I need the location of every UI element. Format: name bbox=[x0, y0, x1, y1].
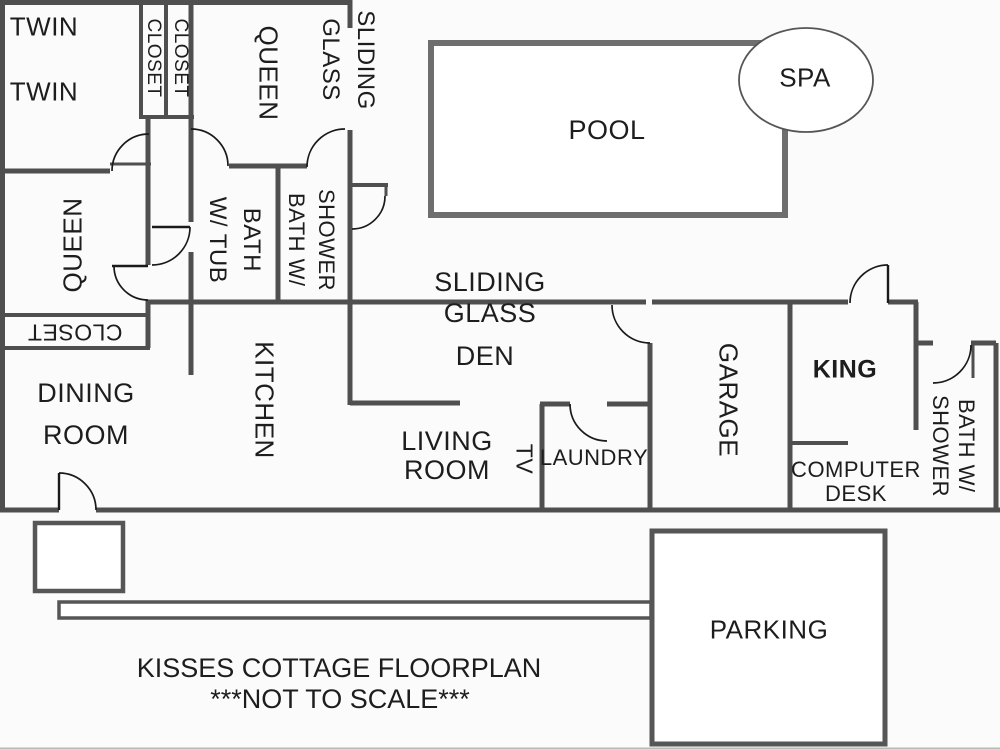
room-label-queen-mid: QUEEN bbox=[57, 197, 88, 293]
porch-shape bbox=[32, 520, 126, 594]
pool-shape bbox=[428, 40, 788, 218]
label-sliding-glass-den: SLIDING GLASS bbox=[434, 267, 546, 328]
label-computer-desk: COMPUTER DESK bbox=[791, 457, 921, 506]
label-pool: POOL bbox=[568, 115, 646, 146]
room-label-closet-right: CLOSET bbox=[170, 18, 192, 98]
room-label-kitchen: KITCHEN bbox=[249, 341, 280, 459]
spa-shape bbox=[738, 27, 874, 133]
floorplan-subtitle: ***NOT TO SCALE*** bbox=[210, 684, 470, 715]
walls bbox=[0, 0, 1000, 513]
label-spa: SPA bbox=[779, 62, 831, 93]
parking-shape bbox=[649, 528, 888, 747]
door-arcs bbox=[57, 128, 972, 511]
label-tv: TV bbox=[511, 443, 538, 475]
room-label-closet-left: CLOSET bbox=[143, 18, 165, 98]
pool-area bbox=[428, 27, 874, 218]
room-label-living: LIVING ROOM bbox=[401, 426, 493, 485]
walkway-shape bbox=[57, 600, 653, 620]
room-label-garage: GARAGE bbox=[713, 342, 744, 458]
room-label-twin-2: TWIN bbox=[9, 76, 79, 107]
room-label-laundry: LAUNDRY bbox=[539, 445, 649, 471]
room-label-queen-top: QUEEN bbox=[253, 25, 284, 121]
room-label-dining: DINING ROOM bbox=[37, 378, 135, 450]
parking-area bbox=[32, 520, 888, 747]
room-label-king: KING bbox=[812, 355, 878, 384]
room-label-twin-1: TWIN bbox=[9, 11, 79, 42]
room-label-bath-tub: BATH W/ TUB bbox=[204, 196, 265, 284]
room-label-closet-hall: CLOSET bbox=[27, 319, 123, 346]
room-label-den: DEN bbox=[455, 341, 515, 372]
room-label-bath-shower-mid: BATH W/ SHOWER bbox=[284, 189, 339, 291]
label-sliding-glass-bedroom: SLIDING GLASS bbox=[317, 10, 379, 110]
floorplan-title: KISSES COTTAGE FLOORPLAN bbox=[136, 653, 542, 684]
label-parking: PARKING bbox=[709, 614, 829, 645]
room-label-bath-shower-right: BATH W/ SHOWER bbox=[928, 395, 979, 497]
